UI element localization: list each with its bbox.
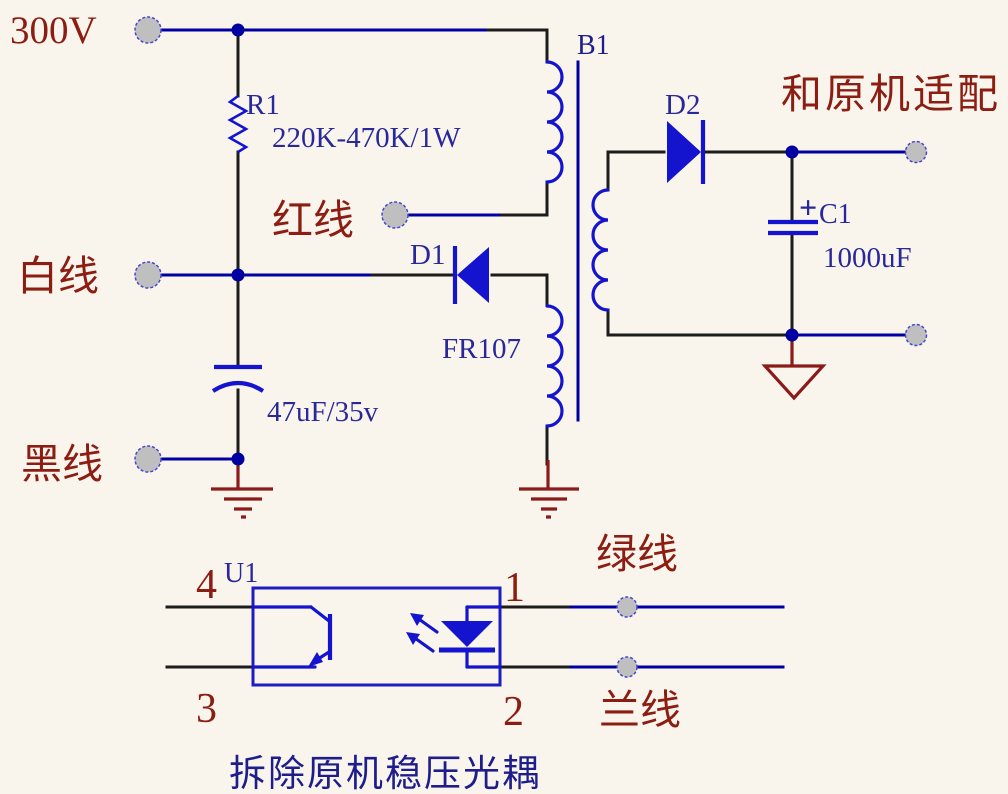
terminal-300v[interactable] <box>134 16 162 44</box>
d2-ref-label: D2 <box>665 89 700 121</box>
cap-plate-bottom-curved <box>211 380 265 393</box>
earth-ground-bars <box>519 487 579 519</box>
u1-pin2-label: 2 <box>503 689 524 735</box>
junction-dots <box>231 23 799 466</box>
u1-collector <box>309 605 331 623</box>
label-white-wire: 白线 <box>17 253 99 299</box>
d1-triangle <box>457 247 489 303</box>
ground-feedback-winding[interactable] <box>519 460 579 519</box>
u1-pin1-label: 1 <box>504 565 525 611</box>
c1-value-label: 1000uF <box>823 242 912 274</box>
label-output-note: 和原机适配 <box>781 71 1001 117</box>
capacitor-c1[interactable]: + C1 1000uF <box>768 189 912 274</box>
u1-pin3-label: 3 <box>196 686 217 732</box>
optocoupler-u1[interactable]: U1 4 1 3 2 <box>196 558 525 735</box>
u1-emitter-arrow <box>308 652 323 667</box>
earth-ground-bars <box>211 487 273 519</box>
u1-light-arrow-1-head <box>410 613 424 626</box>
lead-secondary-bottom[interactable] <box>606 308 794 337</box>
u1-ref-label: U1 <box>224 558 258 589</box>
u1-led-triangle <box>441 621 493 647</box>
u1-light-arrow-2-head <box>406 632 420 645</box>
net-labels: 300V 红线 白线 黑线 绿线 兰线 和原机适配 <box>10 9 1001 733</box>
secondary-winding <box>591 188 610 312</box>
lead-secondary-top[interactable] <box>606 150 666 192</box>
label-optocoupler-note: 拆除原机稳压光耦 <box>229 753 541 794</box>
feedback-winding <box>545 304 564 428</box>
terminals <box>134 16 928 678</box>
terminal-output-negative[interactable] <box>904 323 928 347</box>
cap-input-value-label: 47uF/35v <box>267 396 379 428</box>
diode-d1[interactable]: D1 FR107 <box>410 239 521 365</box>
junction <box>231 452 245 466</box>
label-red-wire: 红线 <box>272 197 354 243</box>
c1-polarity-sign: + <box>799 189 817 225</box>
lead-d1-anode[interactable] <box>490 273 549 307</box>
wires <box>159 28 908 669</box>
d2-triangle <box>667 121 701 183</box>
d1-value-label: FR107 <box>442 333 521 365</box>
resistor-r1[interactable]: R1 220K-470K/1W <box>227 89 461 154</box>
label-blue-wire: 兰线 <box>599 687 681 733</box>
junction <box>785 328 799 342</box>
triangle-ground-symbol <box>761 364 827 401</box>
terminal-black-wire[interactable] <box>134 445 162 473</box>
u1-internal-pins <box>251 605 502 669</box>
terminal-blue-wire[interactable] <box>616 656 638 678</box>
label-300v: 300V <box>10 9 97 52</box>
primary-winding <box>545 60 564 184</box>
u1-pin4-label: 4 <box>196 562 217 608</box>
u1-body <box>251 586 502 687</box>
diode-d2[interactable]: D2 <box>665 89 706 184</box>
lead-primary-bottom[interactable] <box>500 180 549 217</box>
lead-primary-top[interactable] <box>486 28 549 64</box>
label-green-wire: 绿线 <box>596 531 678 577</box>
terminal-green-wire[interactable] <box>616 596 638 618</box>
b1-ref-label: B1 <box>577 30 610 61</box>
terminal-output-positive[interactable] <box>904 140 928 164</box>
c1-ref-label: C1 <box>819 199 852 230</box>
d1-ref-label: D1 <box>410 239 445 271</box>
junction <box>785 145 799 159</box>
component-leads <box>165 28 794 669</box>
junction <box>231 23 245 37</box>
terminal-red-wire[interactable] <box>381 201 409 229</box>
capacitor-input[interactable]: 47uF/35v <box>211 364 379 428</box>
ground-output-triangle[interactable] <box>761 341 827 401</box>
resistor-zigzag <box>227 94 249 154</box>
ground-black-line[interactable] <box>211 463 273 519</box>
r1-ref-label: R1 <box>246 89 280 121</box>
r1-value-label: 220K-470K/1W <box>272 122 461 154</box>
terminal-white-wire[interactable] <box>134 261 162 289</box>
transformer-b1[interactable]: B1 <box>545 30 610 428</box>
junction <box>231 268 245 282</box>
label-black-wire: 黑线 <box>21 441 103 487</box>
